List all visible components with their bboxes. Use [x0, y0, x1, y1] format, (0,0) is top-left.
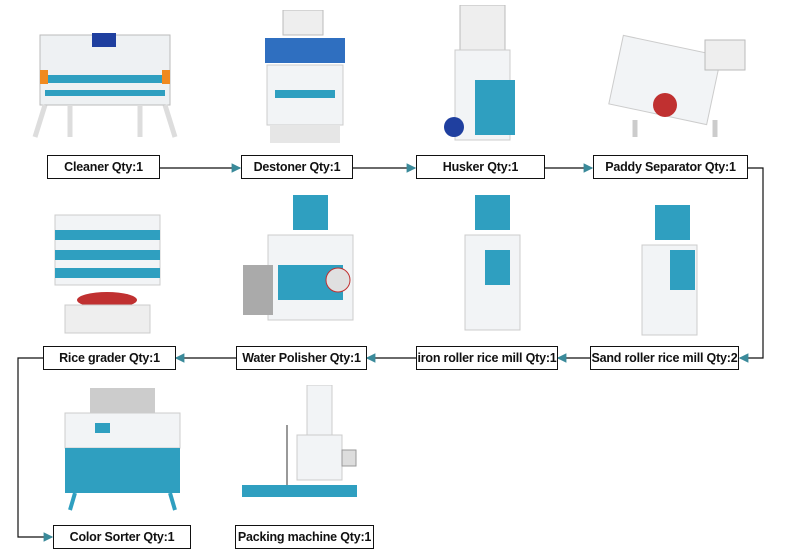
water-polisher-machine-image — [243, 195, 354, 321]
step-destoner: Destoner Qty:1 — [241, 155, 353, 179]
destoner-machine-image — [265, 10, 345, 143]
color-sorter-machine-image — [64, 388, 181, 511]
step-sand-roller-mill: Sand roller rice mill Qty:2 — [590, 346, 739, 370]
step-packing-machine: Packing machine Qty:1 — [235, 525, 374, 549]
step-color-sorter: Color Sorter Qty:1 — [53, 525, 191, 549]
step-rice-grader: Rice grader Qty:1 — [43, 346, 176, 370]
step-iron-roller-mill: iron roller rice mill Qty:1 — [416, 346, 558, 370]
cleaner-machine-image — [32, 33, 178, 138]
sand-roller-mill-machine-image — [641, 205, 698, 336]
arrow-paddy-sand — [738, 167, 764, 363]
husker-machine-image — [444, 5, 515, 141]
step-water-polisher: Water Polisher Qty:1 — [236, 346, 367, 370]
step-husker: Husker Qty:1 — [416, 155, 545, 179]
rice-grader-machine-image — [54, 214, 161, 334]
iron-roller-mill-machine-image — [464, 195, 521, 331]
paddy-separator-machine-image — [608, 34, 746, 137]
step-paddy-separator: Paddy Separator Qty:1 — [593, 155, 748, 179]
step-cleaner: Cleaner Qty:1 — [47, 155, 160, 179]
packing-machine-image — [242, 385, 357, 497]
arrow-grader-colorsorter — [17, 357, 54, 542]
